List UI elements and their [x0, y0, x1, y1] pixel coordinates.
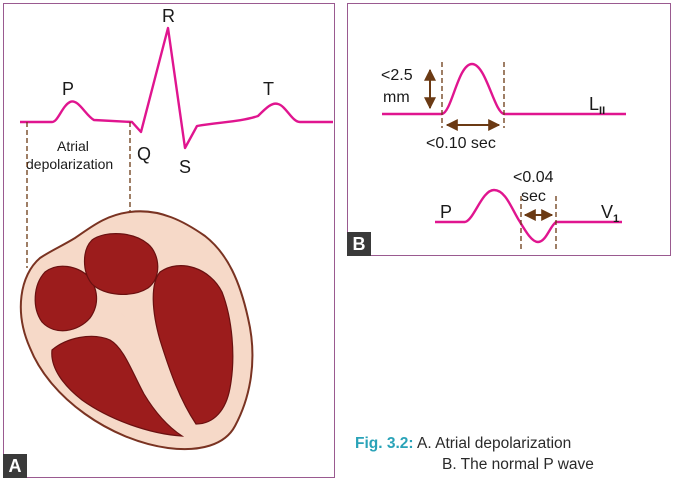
caption-row-a: Fig. 3.2: A. Atrial depolarization [355, 433, 673, 454]
label-t: T [263, 79, 274, 99]
figure-caption: Fig. 3.2: A. Atrial depolarization B. Th… [355, 433, 673, 475]
annotation-depolarization: depolarization [26, 156, 113, 172]
negative-duration-line2: sec [521, 188, 546, 205]
p-label-v1: P [440, 202, 452, 222]
heart-illustration [21, 211, 253, 449]
panel-a-letter: A [3, 454, 27, 478]
caption-item-a: A. Atrial depolarization [417, 435, 571, 452]
panel-b-letter: B [347, 232, 371, 256]
left-atrium [85, 234, 158, 295]
figure-number: Fig. 3.2: [355, 435, 414, 452]
lead-v1-label: V1 [601, 202, 619, 225]
lead-ii-label: LII [589, 94, 605, 117]
label-r: R [162, 6, 175, 26]
caption-row-b: B. The normal P wave [355, 454, 673, 475]
annotation-atrial: Atrial [57, 138, 89, 154]
negative-duration-line1: <0.04 [513, 169, 554, 186]
caption-item-b: B. The normal P wave [442, 456, 594, 473]
label-p: P [62, 79, 74, 99]
duration-label: <0.10 sec [426, 135, 496, 152]
label-q: Q [137, 144, 151, 164]
amplitude-label-line1: <2.5 [381, 67, 413, 84]
label-s: S [179, 157, 191, 177]
amplitude-label-line2: mm [383, 89, 410, 106]
